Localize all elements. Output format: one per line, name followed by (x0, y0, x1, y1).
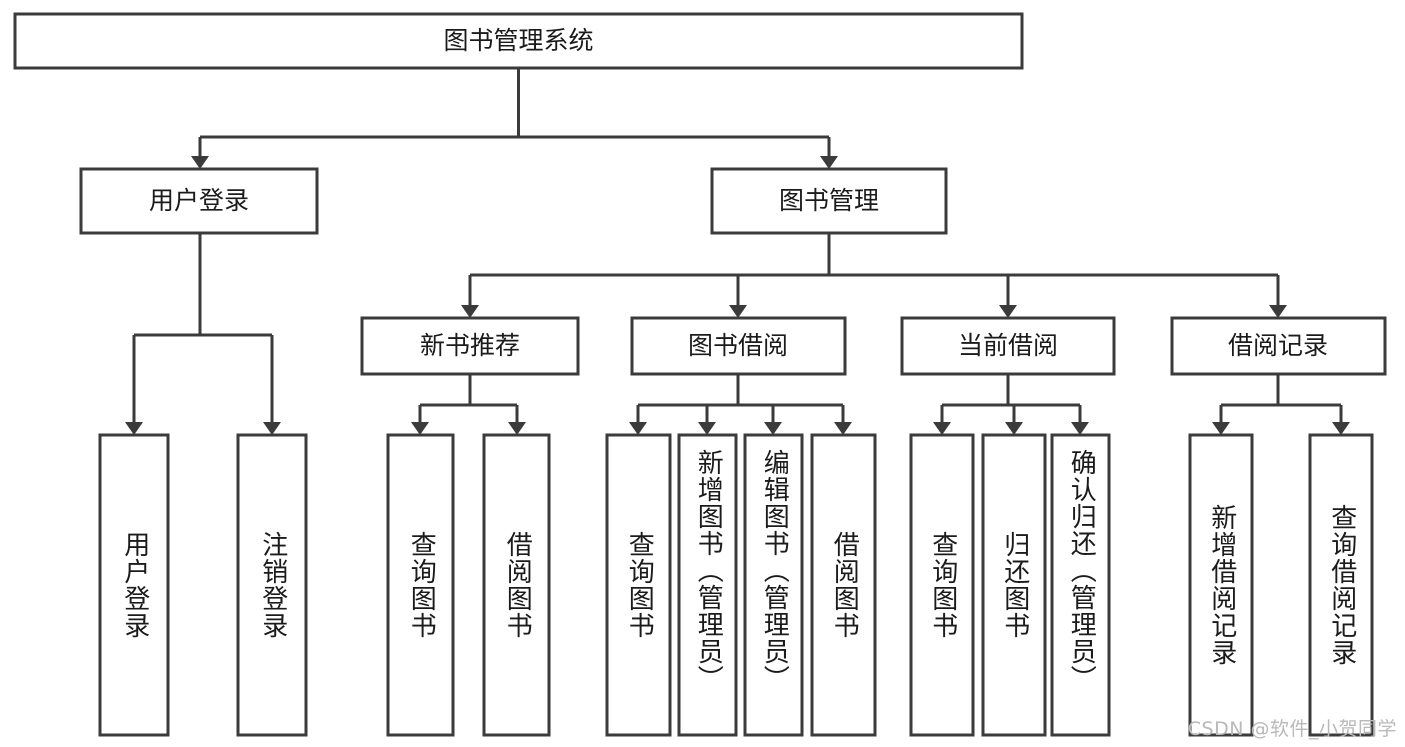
arrow-head-leaf-query-book-1 (411, 422, 429, 435)
node-book-manage[interactable]: 图书管理 (710, 167, 948, 235)
arrow-head-leaf-query-book-3 (933, 422, 951, 435)
node-user-login-box[interactable] (79, 167, 319, 235)
node-new-book-rec[interactable]: 新书推荐 (360, 316, 580, 376)
node-leaf-query-book-2-box[interactable] (605, 433, 672, 737)
arrow-head-new-book-rec (461, 305, 479, 318)
arrow-head-leaf-return-book (1005, 422, 1023, 435)
arrow-head-book-borrow (729, 305, 747, 318)
node-leaf-borrow-book-1-box[interactable] (482, 433, 551, 737)
node-current-borrow-box[interactable] (900, 316, 1116, 376)
node-borrow-record[interactable]: 借阅记录 (1170, 316, 1387, 376)
node-leaf-add-book-box[interactable] (677, 433, 738, 737)
node-leaf-query-book-1-box[interactable] (386, 433, 455, 737)
node-user-login[interactable]: 用户登录 (79, 167, 319, 235)
node-book-borrow-box[interactable] (630, 316, 847, 376)
arrow-head-leaf-query-record (1332, 422, 1350, 435)
arrow-head-leaf-query-book-2 (629, 422, 647, 435)
node-current-borrow-label: 当前借阅 (958, 331, 1058, 360)
node-book-manage-box[interactable] (710, 167, 948, 235)
node-new-book-rec-box[interactable] (360, 316, 580, 376)
arrow-head-leaf-logout (263, 422, 281, 435)
arrow-head-book-manage (820, 156, 838, 169)
node-user-login-label: 用户登录 (149, 186, 249, 215)
connector-layer (125, 68, 1350, 435)
node-leaf-return-book-box[interactable] (981, 433, 1047, 737)
arrow-head-leaf-add-book (698, 422, 716, 435)
csdn-watermark: CSDN @软件_小贺同学 (1187, 718, 1397, 740)
node-root-label: 图书管理系统 (443, 26, 593, 55)
node-leaf-add-record-box[interactable] (1188, 433, 1254, 737)
node-leaf-query-record-box[interactable] (1308, 433, 1374, 737)
node-leaf-edit-book-box[interactable] (743, 433, 804, 737)
node-book-borrow-label: 图书借阅 (688, 331, 788, 360)
node-leaf-query-book-3-box[interactable] (909, 433, 975, 737)
node-leaf-borrow-book-2-box[interactable] (810, 433, 877, 737)
arrow-head-user-login (191, 156, 209, 169)
node-leaf-user-login-box[interactable] (98, 433, 170, 737)
node-book-borrow[interactable]: 图书借阅 (630, 316, 847, 376)
arrow-head-leaf-user-login (125, 422, 143, 435)
node-borrow-record-box[interactable] (1170, 316, 1387, 376)
arrow-head-leaf-borrow-book-1 (508, 422, 526, 435)
arrow-head-current-borrow (999, 305, 1017, 318)
node-leaf-confirm-return-box[interactable] (1050, 433, 1111, 737)
arrow-head-borrow-record (1269, 305, 1287, 318)
node-root[interactable]: 图书管理系统 (13, 12, 1024, 70)
node-book-manage-label: 图书管理 (779, 186, 879, 215)
arrow-head-leaf-confirm-return (1071, 422, 1089, 435)
node-leaf-logout-box[interactable] (236, 433, 308, 737)
node-layer: 图书管理系统 用户登录 图书管理 新书推荐 图书借阅 当前 (13, 12, 1387, 737)
arrow-head-leaf-edit-book (764, 422, 782, 435)
node-borrow-record-label: 借阅记录 (1228, 331, 1328, 360)
node-new-book-rec-label: 新书推荐 (420, 331, 520, 360)
arrow-head-leaf-borrow-book-2 (834, 422, 852, 435)
arrow-head-leaf-add-record (1212, 422, 1230, 435)
node-current-borrow[interactable]: 当前借阅 (900, 316, 1116, 376)
node-root-box[interactable] (13, 12, 1024, 70)
